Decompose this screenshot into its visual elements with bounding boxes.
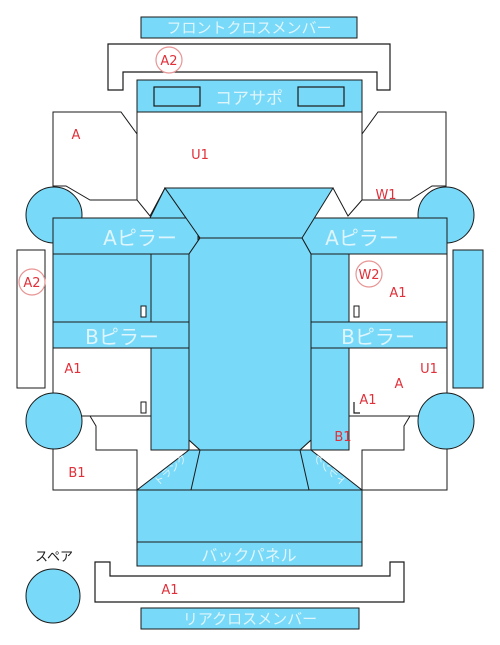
right-b-pillar-label: Bピラー bbox=[341, 325, 415, 349]
right-a-pillar-label: Aピラー bbox=[325, 226, 399, 250]
left-b-pillar-label: Bピラー bbox=[85, 325, 159, 349]
left-inner-rail bbox=[150, 253, 190, 451]
front-cross-member-label: フロントクロスメンバー bbox=[166, 19, 331, 37]
roof-inner bbox=[188, 237, 312, 451]
damage-code: A bbox=[72, 128, 81, 143]
core-support bbox=[136, 79, 363, 113]
damage-code: A1 bbox=[359, 393, 376, 408]
right-rear-marker bbox=[353, 402, 360, 414]
spare-tire bbox=[25, 568, 81, 624]
left-rear-wheel bbox=[25, 392, 83, 450]
damage-code: A bbox=[395, 377, 404, 392]
core-support-left-box bbox=[153, 86, 201, 107]
right-front-marker bbox=[353, 305, 360, 318]
left-rear-fender bbox=[52, 415, 138, 491]
right-inner-rail bbox=[310, 253, 350, 451]
damage-code: B1 bbox=[68, 466, 85, 481]
left-rear-marker bbox=[140, 401, 147, 414]
damage-circle-w2 bbox=[355, 260, 383, 288]
damage-circle-a2-front bbox=[155, 46, 183, 74]
right-side-sill bbox=[452, 249, 484, 389]
front-cross-member bbox=[140, 16, 358, 39]
damage-code: W1 bbox=[375, 188, 396, 203]
right-a-pillar-bar bbox=[301, 217, 448, 255]
damage-code: A1 bbox=[389, 286, 406, 301]
damage-code: A1 bbox=[64, 362, 81, 377]
left-front-fender bbox=[52, 111, 138, 201]
damage-code: B1 bbox=[334, 430, 351, 445]
damage-code: W2 bbox=[358, 268, 379, 283]
rear-bumper-outline bbox=[94, 561, 405, 603]
damage-code: U1 bbox=[420, 362, 438, 377]
right-rear-wheel bbox=[417, 392, 475, 450]
right-rear-fender bbox=[361, 415, 448, 491]
rear-cross-member-label: リアクロスメンバー bbox=[183, 610, 317, 628]
left-front-marker bbox=[140, 305, 147, 318]
right-b-pillar bbox=[308, 321, 448, 349]
core-support-label: コアサポ bbox=[215, 89, 283, 109]
damage-code: A2 bbox=[160, 54, 177, 69]
left-a-pillar-label: Aピラー bbox=[103, 226, 177, 250]
damage-code: A1 bbox=[161, 583, 178, 598]
core-support-right-box bbox=[297, 86, 345, 107]
damage-code: A2 bbox=[23, 276, 40, 291]
rear-cross-member bbox=[140, 607, 360, 630]
left-a-pillar-bar bbox=[52, 217, 199, 255]
back-panel-label: バックパネル bbox=[201, 546, 296, 565]
left-b-pillar bbox=[52, 321, 192, 349]
right-front-fender bbox=[361, 111, 447, 201]
back-panel-strip bbox=[136, 541, 363, 567]
damage-circle-a2-side bbox=[18, 268, 46, 296]
damage-code: U1 bbox=[191, 148, 209, 163]
trunk-inner bbox=[190, 449, 310, 491]
back-panel bbox=[136, 489, 363, 543]
damage-codes: A2 A U1 W1 A2 W2 A1 A1 A U1 A1 B1 B1 A1 bbox=[18, 46, 438, 598]
spare-label: スペア bbox=[35, 550, 73, 565]
front-bumper-outline bbox=[107, 43, 391, 91]
